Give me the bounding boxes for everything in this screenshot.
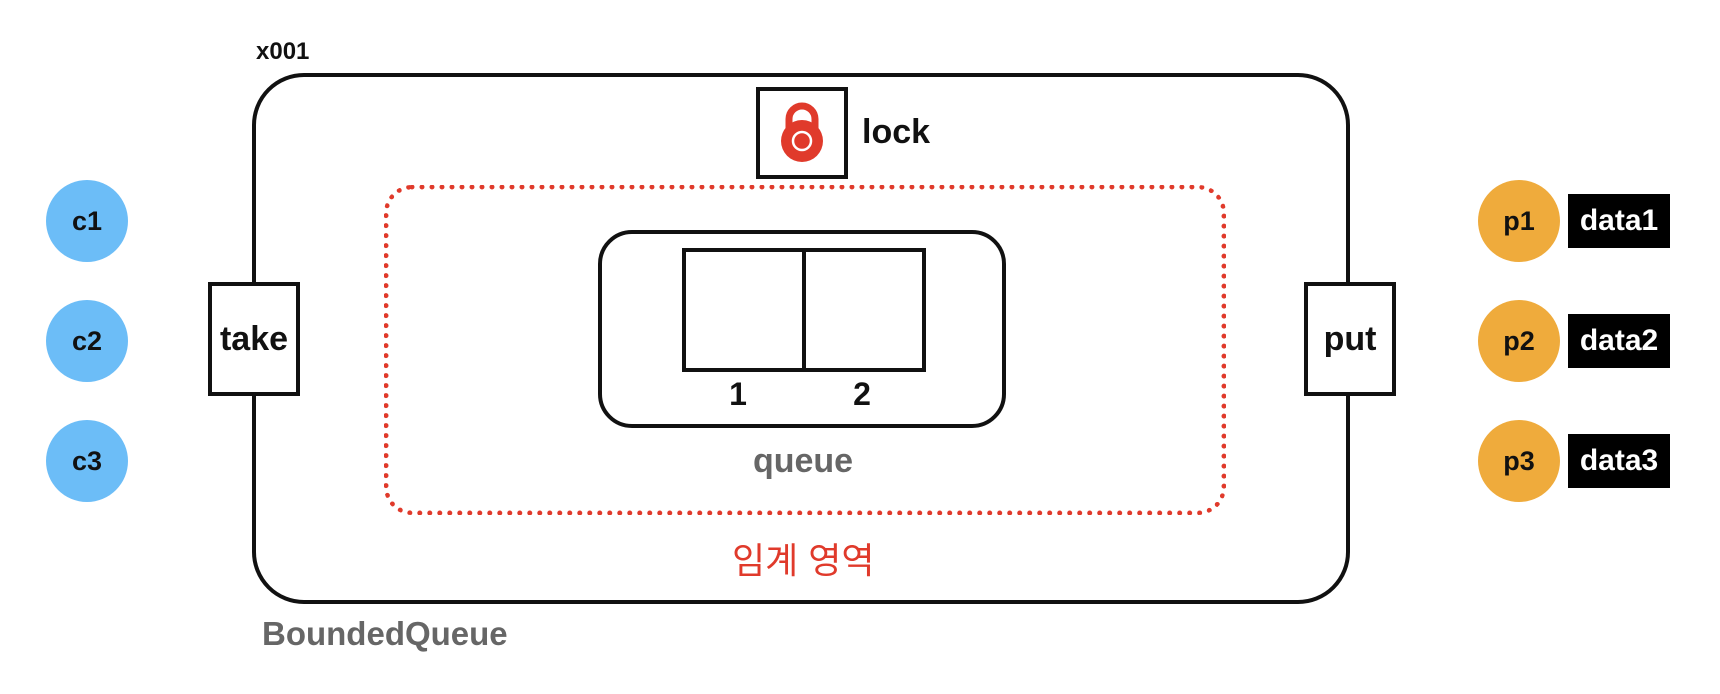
bounded-queue-label: BoundedQueue — [262, 615, 508, 652]
producer-thread-p3: p3 — [1478, 420, 1560, 502]
queue-slot-1 — [682, 248, 806, 372]
object-id-label: x001 — [256, 38, 310, 65]
producer-data-tag: data1 — [1568, 194, 1670, 248]
take-method-box: take — [208, 282, 300, 396]
consumer-thread-c3: c3 — [46, 420, 128, 502]
producer-thread-p1: p1 — [1478, 180, 1560, 262]
producer-thread-p2: p2 — [1478, 300, 1560, 382]
critical-section-boundary — [384, 185, 1226, 515]
queue-label: queue — [752, 442, 854, 480]
producer-data-tag: data3 — [1568, 434, 1670, 488]
queue-slot-1-index: 1 — [729, 376, 747, 412]
producer-data-tag: data2 — [1568, 314, 1670, 368]
lock-box — [756, 87, 848, 179]
critical-section-label: 임계 영역 — [732, 540, 875, 581]
queue-slot-2-index: 2 — [853, 376, 871, 412]
put-method-box: put — [1304, 282, 1396, 396]
lock-label: lock — [862, 113, 931, 151]
consumer-thread-c1: c1 — [46, 180, 128, 262]
queue-slot-2 — [802, 248, 926, 372]
padlock-icon — [781, 102, 823, 162]
consumer-thread-c2: c2 — [46, 300, 128, 382]
